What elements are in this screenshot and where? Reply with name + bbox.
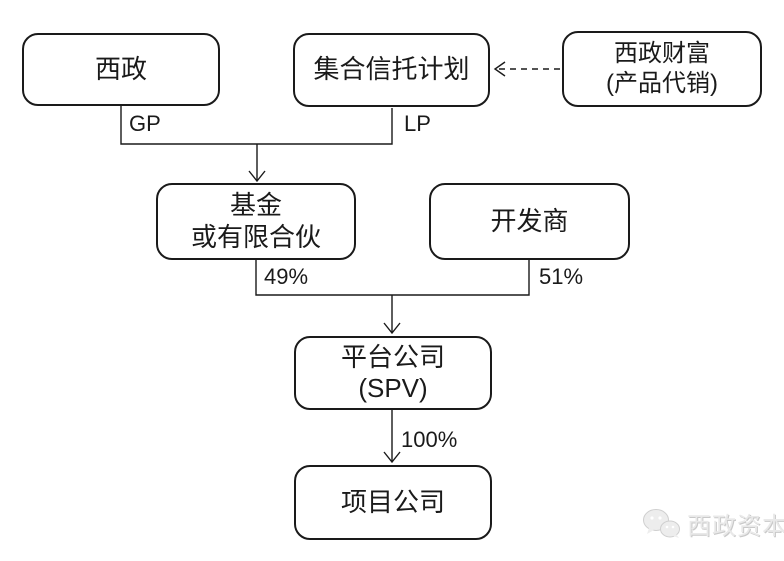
arrowhead-to-trust bbox=[493, 61, 506, 77]
node-project-label: 项目公司 bbox=[340, 486, 445, 517]
node-fund: 基金 或有限合伙 bbox=[156, 183, 356, 260]
node-trust-plan: 集合信托计划 bbox=[293, 33, 490, 107]
node-platform-spv: 平台公司 (SPV) bbox=[294, 336, 492, 410]
wechat-icon bbox=[643, 508, 680, 538]
node-developer-label: 开发商 bbox=[490, 205, 569, 236]
node-developer: 开发商 bbox=[429, 183, 630, 260]
arrowhead-to-fund bbox=[248, 170, 266, 183]
watermark-text: 西政资本 bbox=[687, 513, 784, 540]
node-spv-line1: 平台公司 bbox=[340, 341, 445, 372]
arrowhead-to-project bbox=[383, 451, 401, 464]
watermark: 西政资本 bbox=[642, 506, 784, 541]
edge-label-gp: GP bbox=[129, 111, 161, 136]
node-xizheng-wealth: 西政财富 (产品代销) bbox=[562, 31, 762, 107]
edge-label-51-percent: 51% bbox=[539, 264, 584, 289]
node-xizheng-label: 西政 bbox=[94, 53, 147, 84]
arrowhead-to-spv bbox=[383, 322, 401, 335]
node-trust-label: 集合信托计划 bbox=[313, 54, 470, 85]
node-fund-line2: 或有限合伙 bbox=[190, 221, 321, 252]
node-fund-line1: 基金 bbox=[229, 190, 282, 221]
edge-gp-lp-fork bbox=[120, 106, 393, 145]
edge-label-lp: LP bbox=[404, 111, 431, 136]
node-project-company: 项目公司 bbox=[294, 465, 492, 540]
edge-label-100-percent: 100% bbox=[401, 427, 458, 452]
node-wealth-line2: (产品代销) bbox=[606, 70, 718, 97]
node-spv-line2: (SPV) bbox=[358, 373, 428, 403]
node-xizheng: 西政 bbox=[22, 33, 220, 106]
edge-label-49-percent: 49% bbox=[264, 264, 309, 289]
node-wealth-line1: 西政财富 bbox=[614, 40, 710, 67]
